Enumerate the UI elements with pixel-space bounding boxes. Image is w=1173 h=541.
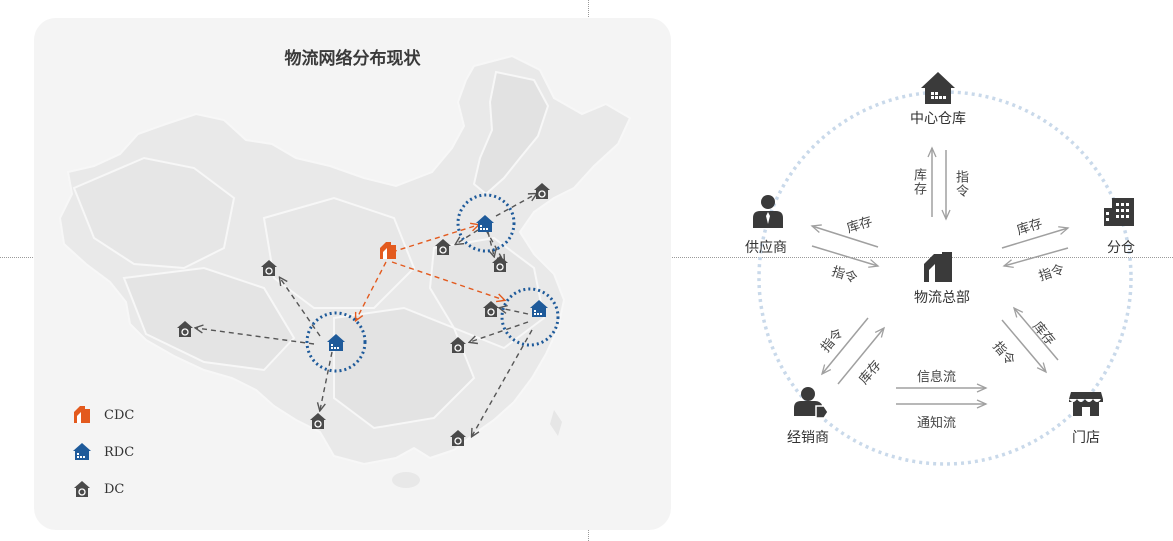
- edge-label-notice-flow: 通知流: [917, 415, 957, 430]
- route-rdc-north-to-dc-3: [485, 229, 504, 262]
- edge-label-command: 指令: [1036, 261, 1067, 284]
- rdc-east-coverage-ring: [500, 287, 560, 347]
- legend-label-cdc: CDC: [104, 407, 135, 423]
- dc-icon: [73, 480, 91, 498]
- china-map: [58, 54, 632, 488]
- route-rdc-east-to-dc-2: [470, 321, 529, 342]
- legend-item-dc: DC: [70, 478, 134, 500]
- legend-label-dc: DC: [104, 481, 125, 497]
- map-title: 物流网络分布现状: [284, 49, 421, 69]
- route-rdc-west-to-dc-1: [280, 278, 321, 337]
- store-label: 门店: [1072, 429, 1100, 445]
- china-landmass: [58, 54, 632, 488]
- logistics-map-card: 物流网络分布现状: [34, 18, 671, 530]
- route-cdc-to-rdc-west: [356, 261, 387, 320]
- edge-label-inventory: 库存: [1030, 318, 1059, 348]
- warehouse-icon: [921, 72, 955, 104]
- cdc-icon: [74, 406, 90, 423]
- center-warehouse-label: 中心仓库: [910, 110, 966, 126]
- edge-label-inventory: 库存: [1014, 215, 1045, 238]
- edge-label-command: 指令: [830, 263, 860, 286]
- headquarters-label: 物流总部: [914, 289, 970, 305]
- network-ring: [757, 90, 1133, 466]
- legend-item-rdc: RDC: [70, 441, 134, 463]
- legend-label-rdc: RDC: [104, 444, 135, 460]
- supplier-person-icon: [753, 195, 783, 228]
- edge-label-inventory: 库存: [855, 357, 884, 387]
- distributor-label: 经销商: [787, 429, 829, 445]
- route-rdc-west-to-dc-3: [320, 351, 333, 410]
- building-icon: [1104, 198, 1134, 226]
- edge-label-command: 指令: [990, 338, 1019, 368]
- edge-label-inventory: 库存: [912, 168, 927, 196]
- rdc-icon: [73, 443, 91, 460]
- route-rdc-east-to-dc-3: [472, 329, 533, 436]
- edge-label-inventory: 库存: [844, 213, 875, 236]
- store-icon: [1069, 392, 1103, 416]
- legend-item-cdc: CDC: [70, 404, 134, 426]
- supplier-label: 供应商: [745, 239, 787, 255]
- rdc-west-coverage-ring: [305, 311, 367, 373]
- route-lines: [196, 194, 536, 436]
- edge-label-info-flow: 信息流: [917, 369, 957, 384]
- edge-label-command: 指令: [954, 170, 969, 198]
- branch-warehouse-label: 分仓: [1107, 239, 1135, 255]
- route-rdc-north-to-dc-1: [456, 229, 479, 244]
- route-rdc-north-to-dc-ne: [495, 194, 536, 217]
- route-rdc-west-to-dc-2: [196, 328, 315, 345]
- edge-label-command: 指令: [817, 325, 846, 355]
- route-rdc-north-to-dc-2: [487, 231, 494, 256]
- distributor-icon: [794, 387, 829, 419]
- rdc-north-coverage-ring: [456, 193, 516, 253]
- map-legend: CDC RDC DC: [70, 404, 134, 515]
- route-cdc-to-rdc-north: [391, 225, 478, 253]
- route-rdc-east-to-dc-1: [500, 308, 529, 315]
- route-cdc-to-rdc-east: [391, 261, 504, 300]
